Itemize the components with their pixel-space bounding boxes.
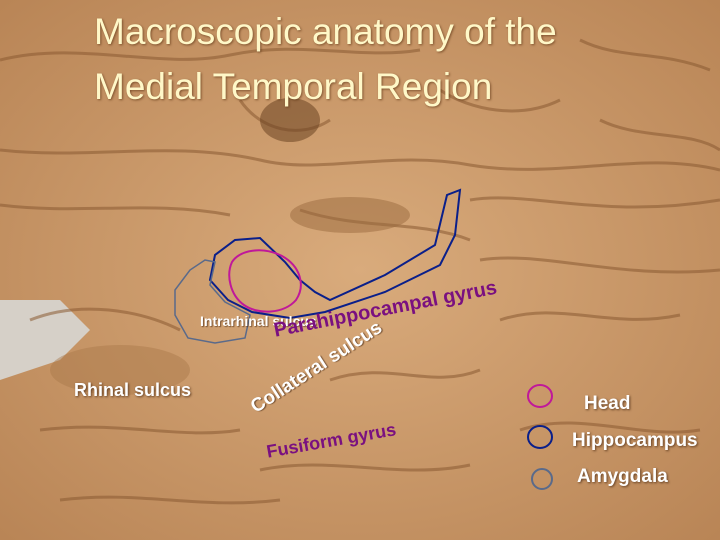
legend-amygdala-label: Amygdala xyxy=(577,466,668,487)
legend-hippocampus-label: Hippocampus xyxy=(572,430,698,451)
hippocampus-outline xyxy=(208,188,462,320)
hippocampus-legend-marker xyxy=(527,425,553,449)
head-outline xyxy=(228,249,302,313)
legend-head-label: Head xyxy=(584,393,631,414)
amygdala-legend-marker xyxy=(531,468,553,490)
page-title: Macroscopic anatomy of the Medial Tempor… xyxy=(94,11,557,107)
intrarhinal-sulcus-label: Intrarhinal sulcus xyxy=(200,313,317,329)
amygdala-outline xyxy=(174,259,251,344)
rhinal-sulcus-label: Rhinal sulcus xyxy=(74,380,192,400)
head-legend-marker xyxy=(527,384,553,408)
sulci-shading xyxy=(0,38,720,505)
